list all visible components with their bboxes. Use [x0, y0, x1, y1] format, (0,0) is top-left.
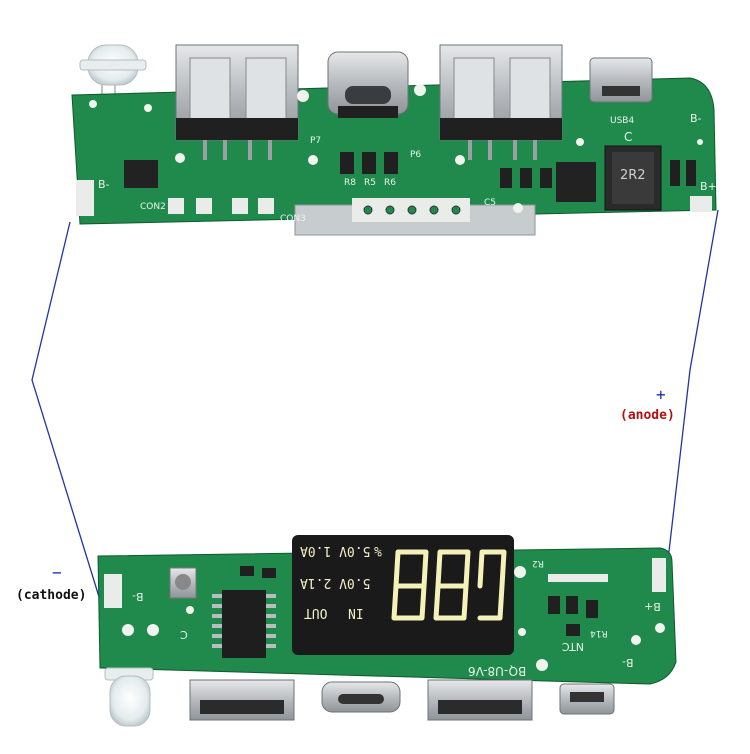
silk-top-b-minus-right: B-	[690, 112, 702, 125]
silk-top-b-minus-left: B-	[98, 178, 110, 191]
silk-top-c: C	[624, 130, 633, 144]
silk-top-con3: CON3	[280, 214, 306, 224]
silk-bottom-b-minus-left: B-	[132, 590, 144, 603]
anode-wire	[667, 209, 719, 561]
silk-top-r5: R5	[364, 178, 376, 188]
display-percent: %	[374, 543, 382, 558]
usb-c-port-top	[327, 51, 409, 118]
inductor	[604, 145, 662, 211]
silk-bottom-r2: R2	[532, 558, 544, 568]
silk-top-usb4: USB4	[610, 116, 635, 126]
silk-top-r6: R6	[384, 178, 396, 188]
display-line2: 5.0V 2.1A	[300, 575, 371, 590]
cathode-label: (cathode)	[16, 588, 87, 603]
ic-chip-top-left	[124, 160, 158, 188]
usb-a-port-right	[439, 44, 563, 160]
silk-top-p6: P6	[410, 150, 422, 160]
silk-top-c5: C5	[484, 198, 497, 208]
top-board	[71, 44, 717, 236]
silk-top-r8: R8	[344, 178, 356, 188]
silk-top-p7: P7	[310, 136, 322, 146]
top-led	[79, 44, 147, 140]
silk-bottom-b-plus: B+	[644, 600, 661, 613]
display-line1: 5.0V 1.0A	[300, 543, 371, 558]
bottom-board	[97, 535, 677, 727]
push-button	[169, 567, 197, 599]
silk-bottom-model: BQ-U8-V6	[468, 664, 527, 678]
micro-usb-port-top	[589, 57, 653, 103]
display-out: OUT	[304, 605, 328, 620]
silk-bottom-ntc: NTC	[562, 640, 584, 653]
bottom-led	[104, 667, 154, 727]
silk-bottom-r14: R14	[590, 628, 608, 638]
cathode-sign: −	[52, 563, 62, 582]
display-in: IN	[348, 605, 364, 620]
silk-bottom-b-minus-right: B-	[622, 656, 634, 669]
anode-sign: +	[656, 385, 666, 404]
led-display	[292, 535, 514, 655]
wires	[31, 209, 719, 601]
silk-top-con2: CON2	[140, 202, 166, 212]
silk-top-b-plus: B+	[700, 180, 717, 193]
usb-a-port-left	[175, 44, 299, 160]
anode-label: (anode)	[620, 408, 675, 423]
seven-segment-digits	[391, 549, 507, 621]
silk-bottom-c: C	[180, 628, 188, 641]
cathode-wire	[31, 221, 101, 601]
silk-top-inductor: 2R2	[620, 168, 646, 183]
ic-chip-bottom	[212, 590, 276, 658]
ic-chip-top-right	[556, 162, 596, 202]
